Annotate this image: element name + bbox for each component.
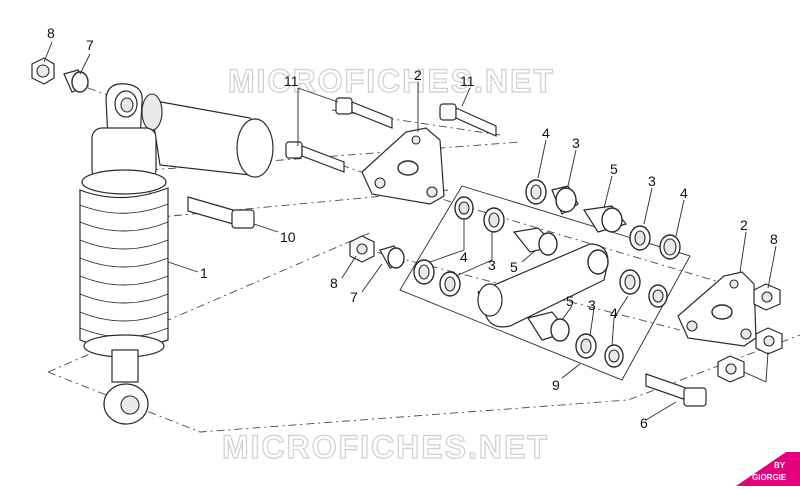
nut-8-right-top [753, 283, 781, 311]
seal-4-mid-right [648, 284, 668, 308]
shock-top-eye [105, 83, 143, 141]
bolt-11-right [439, 103, 497, 137]
callout-2-left: 2 [414, 67, 422, 83]
callout-5-mid: 5 [510, 259, 518, 275]
seal-4-top [525, 179, 547, 205]
callout-3-top: 3 [572, 135, 580, 151]
callout-10: 10 [280, 229, 296, 245]
callout-4-mid: 4 [460, 249, 468, 265]
spacer-5-mid [512, 227, 558, 256]
rocker-plate-left [361, 127, 445, 205]
nut-8-right-low [717, 355, 745, 383]
bushing-3-top-right [629, 225, 651, 251]
callout-8-right-top: 8 [770, 231, 778, 247]
callout-4-top-right: 4 [680, 185, 688, 201]
spacer-5-top [582, 205, 628, 233]
bushing-7-mid [379, 245, 405, 269]
callout-3-top-right: 3 [648, 173, 656, 189]
seal-4-mid-left [454, 196, 474, 220]
callout-11-left: 11 [284, 73, 299, 89]
callout-6: 6 [640, 415, 648, 431]
bushing-3-top [551, 185, 579, 215]
callout-11-right: 11 [460, 73, 475, 89]
top-nut [31, 57, 55, 85]
callout-5-lower: 5 [566, 293, 574, 309]
bushing-3-lower-left [439, 271, 461, 297]
callout-9: 9 [552, 377, 560, 393]
leader-lines [43, 41, 777, 421]
callout-1: 1 [200, 265, 208, 281]
bushing-3-lower [575, 333, 597, 359]
nut-8-mid [349, 235, 375, 263]
callout-8-top: 8 [47, 25, 55, 41]
shock-absorber-assembly [79, 83, 274, 425]
callout-7-mid: 7 [350, 289, 358, 305]
callout-4-lower: 4 [610, 305, 618, 321]
callout-5-top: 5 [610, 161, 618, 177]
callout-3-lower: 3 [588, 297, 596, 313]
bolt-11-lower [285, 141, 345, 173]
rocker-plate-right [677, 271, 757, 347]
pin-6 [645, 373, 707, 407]
rocker-arm [477, 243, 609, 328]
rocker-frame-9 [399, 185, 691, 381]
seal-4-lower-left [413, 259, 435, 285]
callout-4-top: 4 [542, 125, 550, 141]
watermark-top: MICROFICHES.NET [228, 63, 555, 99]
seal-4-top-right [659, 234, 681, 260]
brand-badge: BY GIORGIE [736, 452, 800, 486]
spacer-5-lower [527, 311, 570, 342]
callout-7-top: 7 [86, 37, 94, 53]
shock-bottom-eye [103, 349, 149, 425]
brand-badge-line1: BY [774, 461, 786, 470]
bushing-3-mid-right [619, 269, 641, 295]
callout-3-mid: 3 [488, 257, 496, 273]
bolt-11-upper [335, 97, 393, 129]
watermark-bottom: MICROFICHES.NET [222, 429, 549, 465]
coil-spring [79, 187, 169, 349]
gas-reservoir [141, 93, 274, 178]
top-bushing [63, 69, 89, 93]
pin-10 [187, 196, 255, 229]
bushing-3-mid-left [483, 207, 505, 233]
callout-2-right: 2 [740, 217, 748, 233]
nut-8-right-mid [755, 327, 783, 355]
callout-8-mid: 8 [330, 275, 338, 291]
brand-badge-line2: GIORGIE [752, 473, 787, 482]
seal-4-lower [604, 344, 624, 368]
callout-numbers: 8 7 1 11 2 11 4 3 5 3 4 2 8 4 3 5 8 7 5 … [47, 25, 778, 431]
